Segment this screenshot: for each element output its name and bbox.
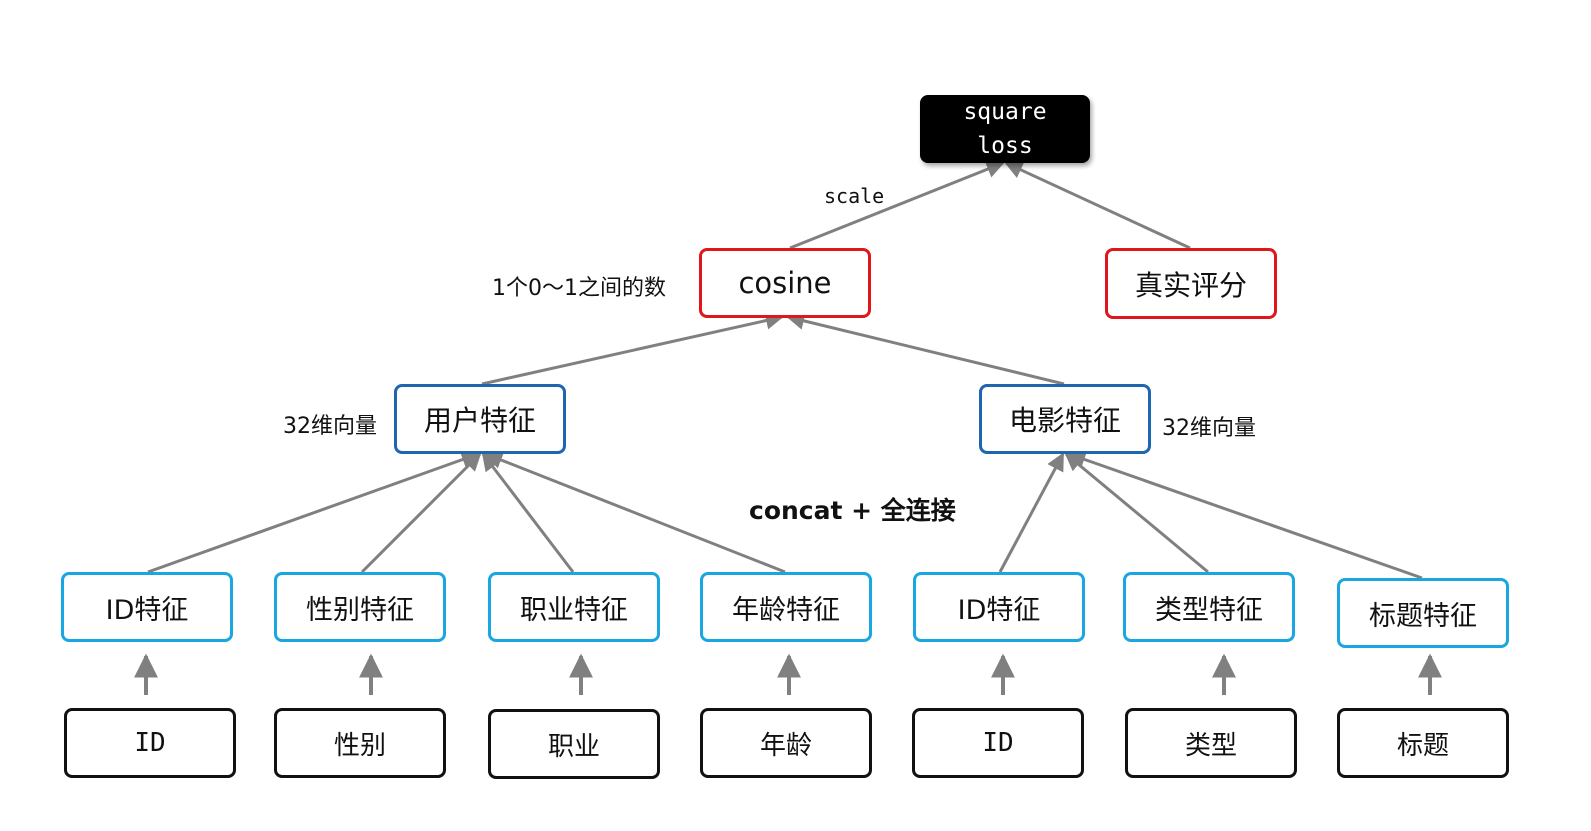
title-input-node: 标题: [1337, 708, 1509, 778]
edge-rating-to-loss: [1004, 161, 1191, 250]
job-input-node: 职业: [488, 709, 660, 779]
genre-input-node: 类型: [1125, 708, 1297, 778]
user-id-input-node: ID: [64, 708, 236, 778]
age-feature-node: 年龄特征: [700, 572, 872, 642]
edge-uf3-to-user: [481, 452, 575, 573]
square-loss-node: square loss: [920, 95, 1090, 163]
cosine-range-label: 1个0～1之间的数: [492, 276, 666, 301]
user-vector-label: 32维向量: [283, 414, 377, 439]
movie-feature-node: 电影特征: [979, 384, 1151, 454]
gender-feature-node: 性别特征: [274, 572, 446, 642]
user-feature-node: 用户特征: [394, 384, 566, 454]
loss-line1: square: [963, 99, 1047, 125]
gender-input-node: 性别: [274, 708, 446, 778]
user-id-feature-node: ID特征: [61, 572, 233, 642]
movie-vector-label: 32维向量: [1162, 416, 1256, 441]
edge-cosine-to-loss: [789, 160, 1005, 250]
edge-uf1-to-user: [147, 450, 480, 574]
edge-mf3-to-movie: [1067, 450, 1423, 580]
edge-mf2-to-movie: [1064, 452, 1209, 574]
scale-label: scale: [824, 184, 885, 208]
concat-fc-label: concat + 全连接: [749, 496, 956, 525]
loss-line2: loss: [977, 133, 1033, 159]
cosine-node: cosine: [699, 248, 871, 318]
true-rating-node: 真实评分: [1105, 248, 1277, 319]
age-input-node: 年龄: [700, 708, 872, 778]
edge-movie-to-cosine: [786, 312, 1065, 386]
edge-user-to-cosine: [481, 311, 784, 386]
job-feature-node: 职业特征: [488, 572, 660, 642]
movie-id-feature-node: ID特征: [913, 572, 1085, 642]
edge-mf1-to-movie: [998, 452, 1065, 573]
movie-id-input-node: ID: [912, 708, 1084, 778]
edge-uf4-to-user: [484, 451, 786, 574]
edge-uf2-to-user: [360, 452, 482, 574]
genre-feature-node: 类型特征: [1123, 572, 1295, 642]
title-feature-node: 标题特征: [1337, 578, 1509, 648]
